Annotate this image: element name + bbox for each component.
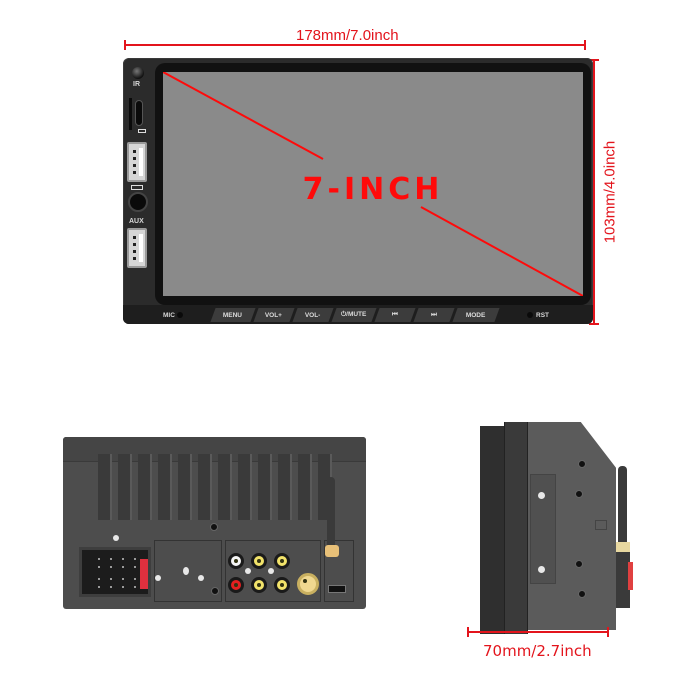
previous-track-button[interactable]: ⏮ [374,308,416,322]
radio-antenna-jack[interactable] [297,573,319,595]
menu-button[interactable]: MENU [210,308,256,322]
heat-sink-fin [278,454,290,520]
screw-icon [538,566,545,573]
heat-sink-fin [158,454,170,520]
width-tick-right [584,40,586,50]
heat-sink-fin [198,454,210,520]
screw-icon [538,492,545,499]
fuse [140,559,148,589]
height-line [593,59,595,325]
heat-sink-fin [178,454,190,520]
front-view-head-unit: IR AUX 7-INCH MIC MENU VOL+ VOL- ⏻/MUTE … [123,58,593,324]
heat-sink-fin [138,454,150,520]
rca-red-jack[interactable] [228,577,244,593]
mount-hole [575,560,583,568]
side-front-panel-edge [504,422,528,634]
ir-label: IR [133,81,140,88]
screw-icon [268,568,274,574]
volume-up-button[interactable]: VOL+ [253,308,295,322]
rear-view-head-unit [63,437,366,609]
rear-top-edge [63,437,366,462]
screw-icon [183,567,189,575]
mic-hole [177,312,183,318]
iso-harness-connector[interactable] [79,547,151,597]
rear-usb-port[interactable] [328,585,346,593]
antenna-connector [325,545,339,557]
rca-panel [225,540,321,602]
mount-hole [578,590,586,598]
rca-yellow-jack[interactable] [251,577,267,593]
reset-hole[interactable] [527,312,533,318]
gps-usb-panel [324,540,354,602]
screw-icon [113,535,119,541]
heat-sink-fin [218,454,230,520]
width-line [124,44,586,46]
depth-line [467,631,609,633]
charge-icon [138,129,146,133]
vent-panel [154,540,222,602]
heat-sink-fin [238,454,250,520]
ir-sensor-icon [132,67,144,79]
screw-icon [198,575,204,581]
antenna-connector [616,542,630,552]
mount-hole [210,523,218,531]
screen-size-label: 7-INCH [302,172,444,207]
depth-label: 70mm/2.7inch [483,642,592,660]
gps-antenna-icon [618,466,627,544]
heat-sink-fin [98,454,110,520]
diagonal-line-icon [163,72,583,296]
power-mute-button[interactable]: ⏻/MUTE [331,308,377,322]
usb-port-1[interactable] [127,142,147,182]
mic-label: MIC [163,312,175,319]
rca-yellow-jack[interactable] [274,553,290,569]
left-port-panel: IR AUX [123,58,159,303]
usb-c-port[interactable] [135,100,143,126]
mode-button[interactable]: MODE [452,308,500,322]
charge-icon-2 [131,185,143,190]
side-fuse [628,562,633,590]
side-view-head-unit [470,422,633,634]
width-label: 178mm/7.0inch [296,27,399,44]
tf-card-slot[interactable] [129,98,132,130]
height-label: 103mm/4.0inch [601,140,619,244]
heat-sink-fin [118,454,130,520]
side-notch [595,520,607,530]
side-iso-connector [616,552,630,608]
usb-port-2[interactable] [127,228,147,268]
rca-yellow-jack[interactable] [274,577,290,593]
volume-down-button[interactable]: VOL- [292,308,334,322]
mount-hole [578,460,586,468]
gps-antenna-icon [327,477,335,551]
heat-sink-fin [298,454,310,520]
depth-tick-right [607,627,609,637]
touch-screen[interactable]: 7-INCH [163,72,583,296]
aux-label: AUX [129,218,144,225]
mount-hole [575,490,583,498]
mount-hole [211,587,219,595]
aux-jack[interactable] [128,192,148,212]
rca-white-jack[interactable] [228,553,244,569]
screw-icon [245,568,251,574]
rca-yellow-jack[interactable] [251,553,267,569]
height-tick-bottom [589,323,599,325]
next-track-button[interactable]: ⏭ [413,308,455,322]
heat-sink-fin [258,454,270,520]
screw-icon [155,575,161,581]
rst-label: RST [536,312,549,319]
